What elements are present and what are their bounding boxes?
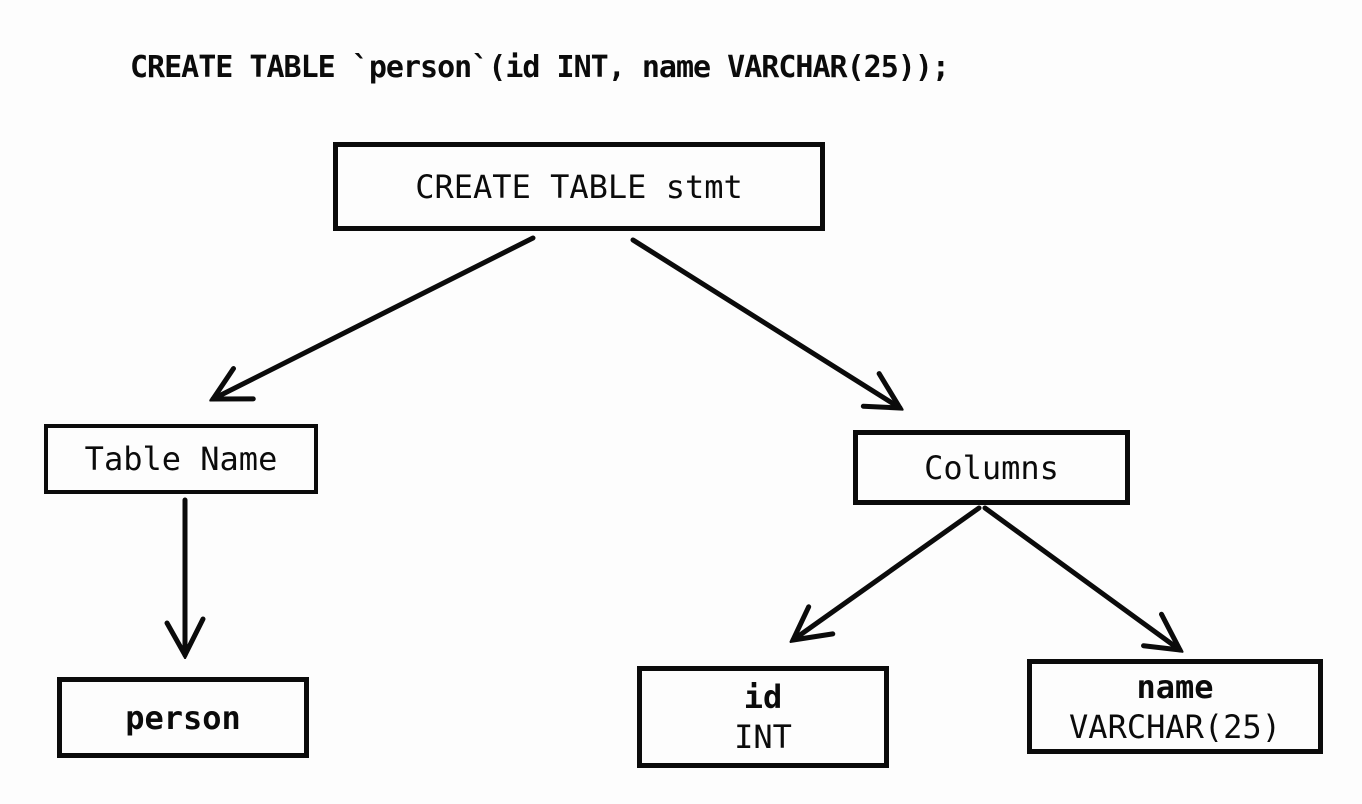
edge-columns-to-id-arrow: [793, 505, 982, 640]
node-person: person: [57, 677, 309, 758]
node-table-name: Table Name: [44, 424, 318, 494]
node-id-column: id INT: [637, 666, 889, 768]
node-name-column: name VARCHAR(25): [1027, 659, 1323, 754]
node-id-column-name: id: [743, 678, 783, 716]
edge-columns-to-name-arrow: [982, 505, 1180, 650]
node-columns: Columns: [853, 430, 1130, 505]
edge-root-to-columns-arrow: [630, 237, 900, 408]
node-id-column-type: INT: [734, 718, 792, 756]
node-name-column-type: VARCHAR(25): [1069, 707, 1281, 746]
node-name-column-name: name: [1136, 667, 1214, 706]
node-columns-label: Columns: [924, 448, 1059, 487]
node-table-name-label: Table Name: [84, 440, 278, 478]
node-create-table-stmt-label: CREATE TABLE stmt: [415, 167, 743, 206]
edge-root-to-table-name-arrow: [213, 235, 536, 399]
node-person-label: person: [125, 698, 241, 737]
sql-statement-text: CREATE TABLE `person`(id INT, name VARCH…: [130, 50, 950, 85]
node-create-table-stmt: CREATE TABLE stmt: [333, 142, 825, 231]
